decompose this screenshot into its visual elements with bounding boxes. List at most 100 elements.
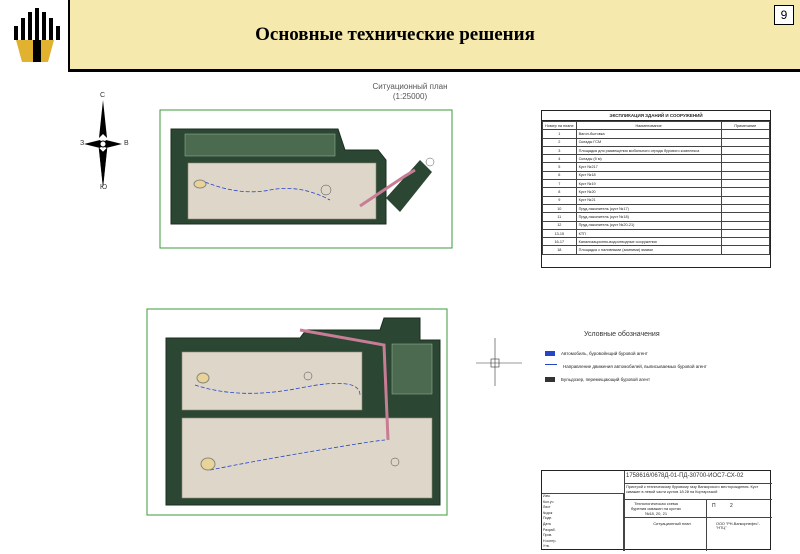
legend-label: Направление движения автомобилей, выписы… bbox=[563, 364, 707, 369]
explication-header-num: Номер на плане bbox=[542, 120, 577, 131]
explication-header-name: Наименование bbox=[575, 120, 722, 131]
legend-item-bulldozer: Бульдозер, перемещающий буровой агент bbox=[545, 377, 650, 382]
stamp-role: Изм. bbox=[543, 494, 551, 498]
legend-item-truck: Автомобиль, буровойнщий буровой агент bbox=[545, 351, 648, 356]
stage-value: П bbox=[712, 503, 716, 509]
row-name: КТП bbox=[575, 228, 722, 239]
row-note bbox=[720, 179, 771, 189]
row-name: Пруд-накопитель (куст №17) bbox=[575, 203, 722, 214]
stamp-role: Утв. bbox=[543, 544, 550, 549]
row-note bbox=[720, 154, 771, 164]
row-name: Пруд-накопитель (куст №18) bbox=[575, 212, 722, 222]
stamp-role: Лист bbox=[543, 505, 551, 510]
stamp-role: №док bbox=[543, 510, 553, 515]
compass-west: З bbox=[80, 140, 85, 147]
row-name: Склады ГСМ bbox=[575, 137, 722, 147]
crosshair-icon bbox=[476, 338, 522, 386]
company-logo bbox=[0, 0, 70, 72]
stamp-divider bbox=[706, 499, 707, 551]
stamp-role: Н.контр. bbox=[543, 538, 557, 543]
row-number: 9 bbox=[542, 195, 577, 205]
explication-header-note: Примечание bbox=[720, 120, 771, 131]
stamp-role: Подп. bbox=[543, 516, 553, 521]
compass-east: В bbox=[124, 140, 129, 147]
row-number: 11 bbox=[542, 212, 577, 222]
row-note bbox=[720, 137, 771, 147]
row-number: 16-17 bbox=[542, 237, 577, 247]
plan-title-line1: Ситуационный план bbox=[372, 82, 448, 91]
organization-name: ООО "РН-Ванкорнефть"-"НТЦ" bbox=[716, 522, 761, 530]
drawing-name: Технологическая схема бурения скважин на… bbox=[631, 501, 681, 516]
explication-header-row: Номер на плане Наименование Примечание bbox=[542, 120, 771, 131]
row-name: Вагон-бытовка bbox=[575, 129, 722, 139]
row-number: 12 bbox=[542, 220, 577, 230]
row-number: 3 bbox=[542, 145, 577, 156]
stamp-role: Разраб. bbox=[543, 527, 556, 532]
truck-icon bbox=[545, 351, 555, 356]
row-note bbox=[720, 245, 771, 255]
stamp-role: Кол.уч bbox=[543, 499, 554, 504]
row-note bbox=[720, 237, 771, 247]
top-site bbox=[170, 128, 435, 225]
row-note bbox=[720, 170, 771, 181]
bottom-plan-frame bbox=[146, 308, 448, 516]
row-name: Куст №20 bbox=[575, 187, 722, 197]
row-note bbox=[720, 228, 771, 239]
row-name: Куст №217 bbox=[575, 162, 722, 172]
bulldozer-icon bbox=[545, 377, 555, 382]
object-name: Пристрой к техническому буровому газу Ва… bbox=[626, 485, 759, 494]
compass-south: Ю bbox=[100, 184, 108, 191]
legend-item-route: Направление движения автомобилей, выписы… bbox=[545, 364, 707, 369]
row-name: Площадка с наливными (зимними) ямами bbox=[575, 245, 722, 255]
row-note bbox=[720, 187, 771, 197]
row-number: 8 bbox=[542, 187, 577, 197]
sheet-name: Ситуационный план bbox=[653, 521, 691, 526]
row-name: Пруд-накопитель (куст №20-21) bbox=[575, 220, 722, 230]
row-note bbox=[720, 129, 771, 139]
legend-label: Автомобиль, буровойнщий буровой агент bbox=[561, 351, 648, 356]
drawing-code: 1758616/0678Д-01-ПД-30700-ИОС7-СХ-02 bbox=[626, 473, 744, 479]
row-name: Площадка для размещения мобильного отряд… bbox=[575, 145, 722, 156]
row-name: Куст №21 bbox=[575, 195, 722, 205]
compass-north: С bbox=[100, 92, 106, 99]
top-plan-frame bbox=[159, 109, 453, 249]
row-name: Склады (5 м) bbox=[575, 154, 722, 164]
sheet-value: 2 bbox=[730, 503, 733, 509]
stamp-divider bbox=[624, 517, 772, 518]
row-name: Куст №18 bbox=[575, 170, 722, 181]
logo-icon bbox=[14, 8, 60, 62]
stamp-divider bbox=[624, 499, 772, 500]
bottom-site bbox=[165, 317, 441, 506]
row-note bbox=[720, 212, 771, 222]
row-name: Канализационно-водоотводные сооружения bbox=[575, 237, 722, 247]
route-line-icon bbox=[545, 364, 557, 369]
row-note bbox=[720, 145, 771, 156]
row-number: 1 bbox=[542, 129, 577, 139]
stamp-role: Дата bbox=[543, 521, 551, 526]
row-number: 2 bbox=[542, 137, 577, 147]
row-number: 5 bbox=[542, 162, 577, 172]
stamp-divider bbox=[624, 483, 772, 484]
row-number: 13-15 bbox=[542, 228, 577, 239]
row-name: Куст №19 bbox=[575, 179, 722, 189]
header-bar: Основные технические решения 9 bbox=[0, 0, 800, 72]
title-block-stamp: 1758616/0678Д-01-ПД-30700-ИОС7-СХ-02 При… bbox=[541, 470, 772, 551]
explication-table: ЭКСПЛИКАЦИЯ ЗДАНИЙ И СООРУЖЕНИЙ Номер на… bbox=[541, 110, 771, 268]
